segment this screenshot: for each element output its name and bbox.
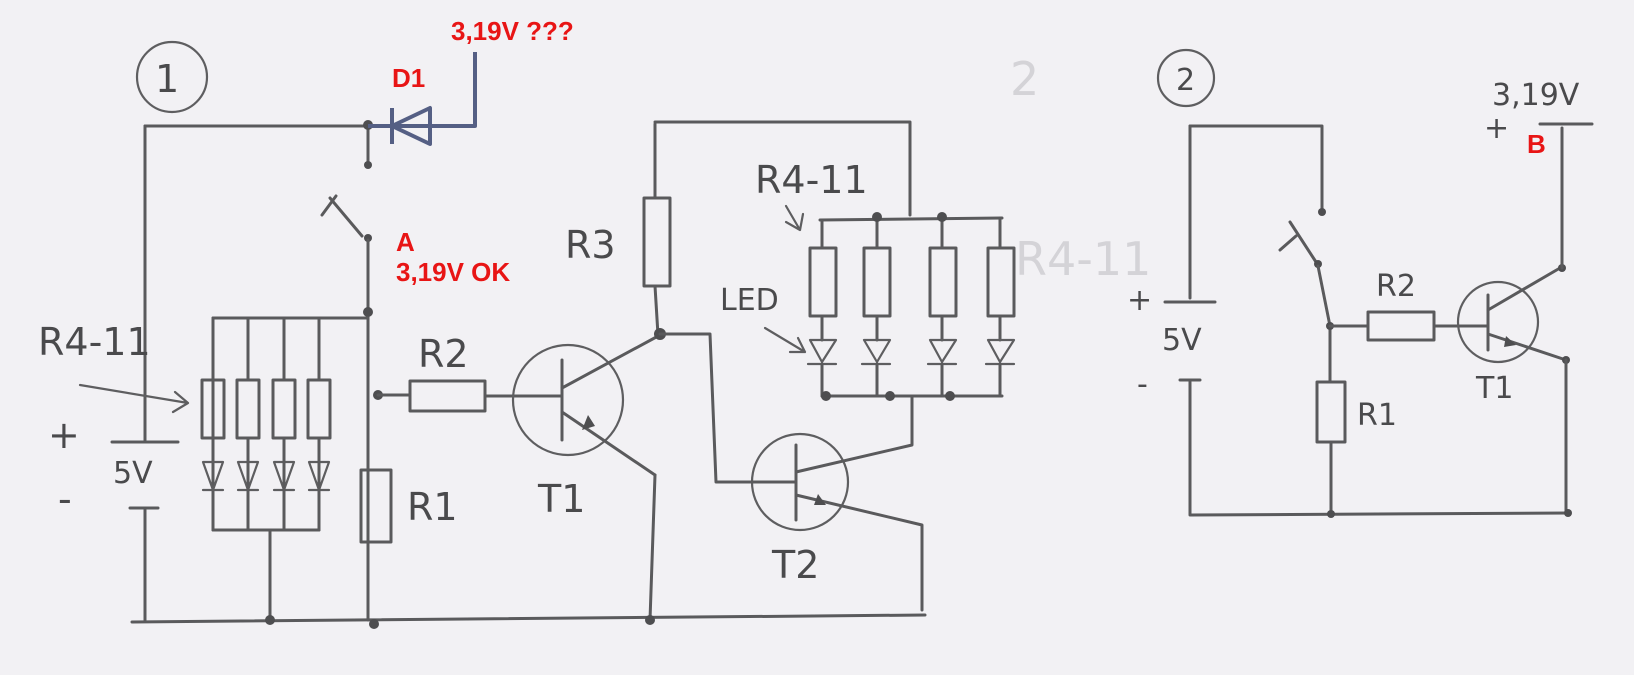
circuit-2-number: 2 bbox=[1176, 63, 1195, 98]
point-a-label: A bbox=[396, 227, 415, 257]
ghost-label: R4-11 bbox=[1015, 232, 1151, 286]
c2-transistor-t1 bbox=[1456, 122, 1594, 515]
led-label: LED bbox=[720, 283, 779, 318]
c2-plus-top: + bbox=[1484, 111, 1509, 146]
r3-label: R3 bbox=[565, 223, 616, 267]
diode-d1-label: D1 bbox=[392, 63, 425, 93]
ghost-number: 2 bbox=[1010, 52, 1039, 106]
r2-label: R2 bbox=[418, 332, 469, 376]
r1-label: R1 bbox=[407, 485, 458, 529]
point-a-voltage: 3,19V OK bbox=[396, 257, 510, 287]
battery-plus: + bbox=[48, 413, 80, 457]
c2-battery-plus: + bbox=[1127, 283, 1152, 318]
c2-resistor-r2 bbox=[1366, 310, 1436, 342]
c2-voltage-label: 3,19V bbox=[1492, 78, 1580, 113]
circuit-1-number: 1 bbox=[155, 57, 179, 101]
diode-voltage-annotation: 3,19V ??? bbox=[451, 16, 574, 46]
c2-battery-minus: - bbox=[1137, 367, 1148, 402]
resistor-r2 bbox=[408, 379, 487, 413]
ground-wire bbox=[130, 613, 927, 624]
t1-label: T1 bbox=[537, 477, 585, 521]
t2-label: T2 bbox=[771, 543, 819, 587]
battery-5v bbox=[110, 440, 180, 622]
resistor-r3 bbox=[642, 196, 672, 288]
circuit-2-number-circle bbox=[1156, 48, 1216, 108]
circuit-1: 1 + - 5V bbox=[38, 40, 1016, 629]
right-led-bank-label: R4-11 bbox=[755, 158, 868, 202]
c2-r1-label: R1 bbox=[1357, 398, 1397, 433]
diode-d1 bbox=[368, 52, 477, 146]
resistor-r1 bbox=[359, 468, 393, 544]
c2-top-wire bbox=[1188, 124, 1324, 214]
c2-t1-label: T1 bbox=[1475, 371, 1513, 406]
circuit-2: 2 + - 5V R1 R2 bbox=[1127, 48, 1594, 518]
point-b-label: B bbox=[1527, 129, 1546, 159]
left-led-bank-label: R4-11 bbox=[38, 320, 151, 364]
c2-battery-voltage: 5V bbox=[1162, 323, 1202, 358]
transistor-t1 bbox=[511, 333, 662, 622]
node-gnd bbox=[369, 619, 379, 629]
right-led-bank bbox=[763, 204, 1016, 401]
left-led-bank bbox=[78, 316, 370, 622]
c2-resistor-r1 bbox=[1315, 380, 1347, 444]
c2-r2-label: R2 bbox=[1376, 269, 1416, 304]
battery-voltage: 5V bbox=[113, 456, 153, 491]
top-right-rail bbox=[653, 120, 912, 217]
node-a bbox=[363, 307, 373, 317]
battery-minus: - bbox=[58, 477, 72, 521]
switch bbox=[320, 124, 372, 622]
circuit-1-number-circle bbox=[135, 40, 209, 114]
transistor-t2 bbox=[658, 332, 924, 612]
